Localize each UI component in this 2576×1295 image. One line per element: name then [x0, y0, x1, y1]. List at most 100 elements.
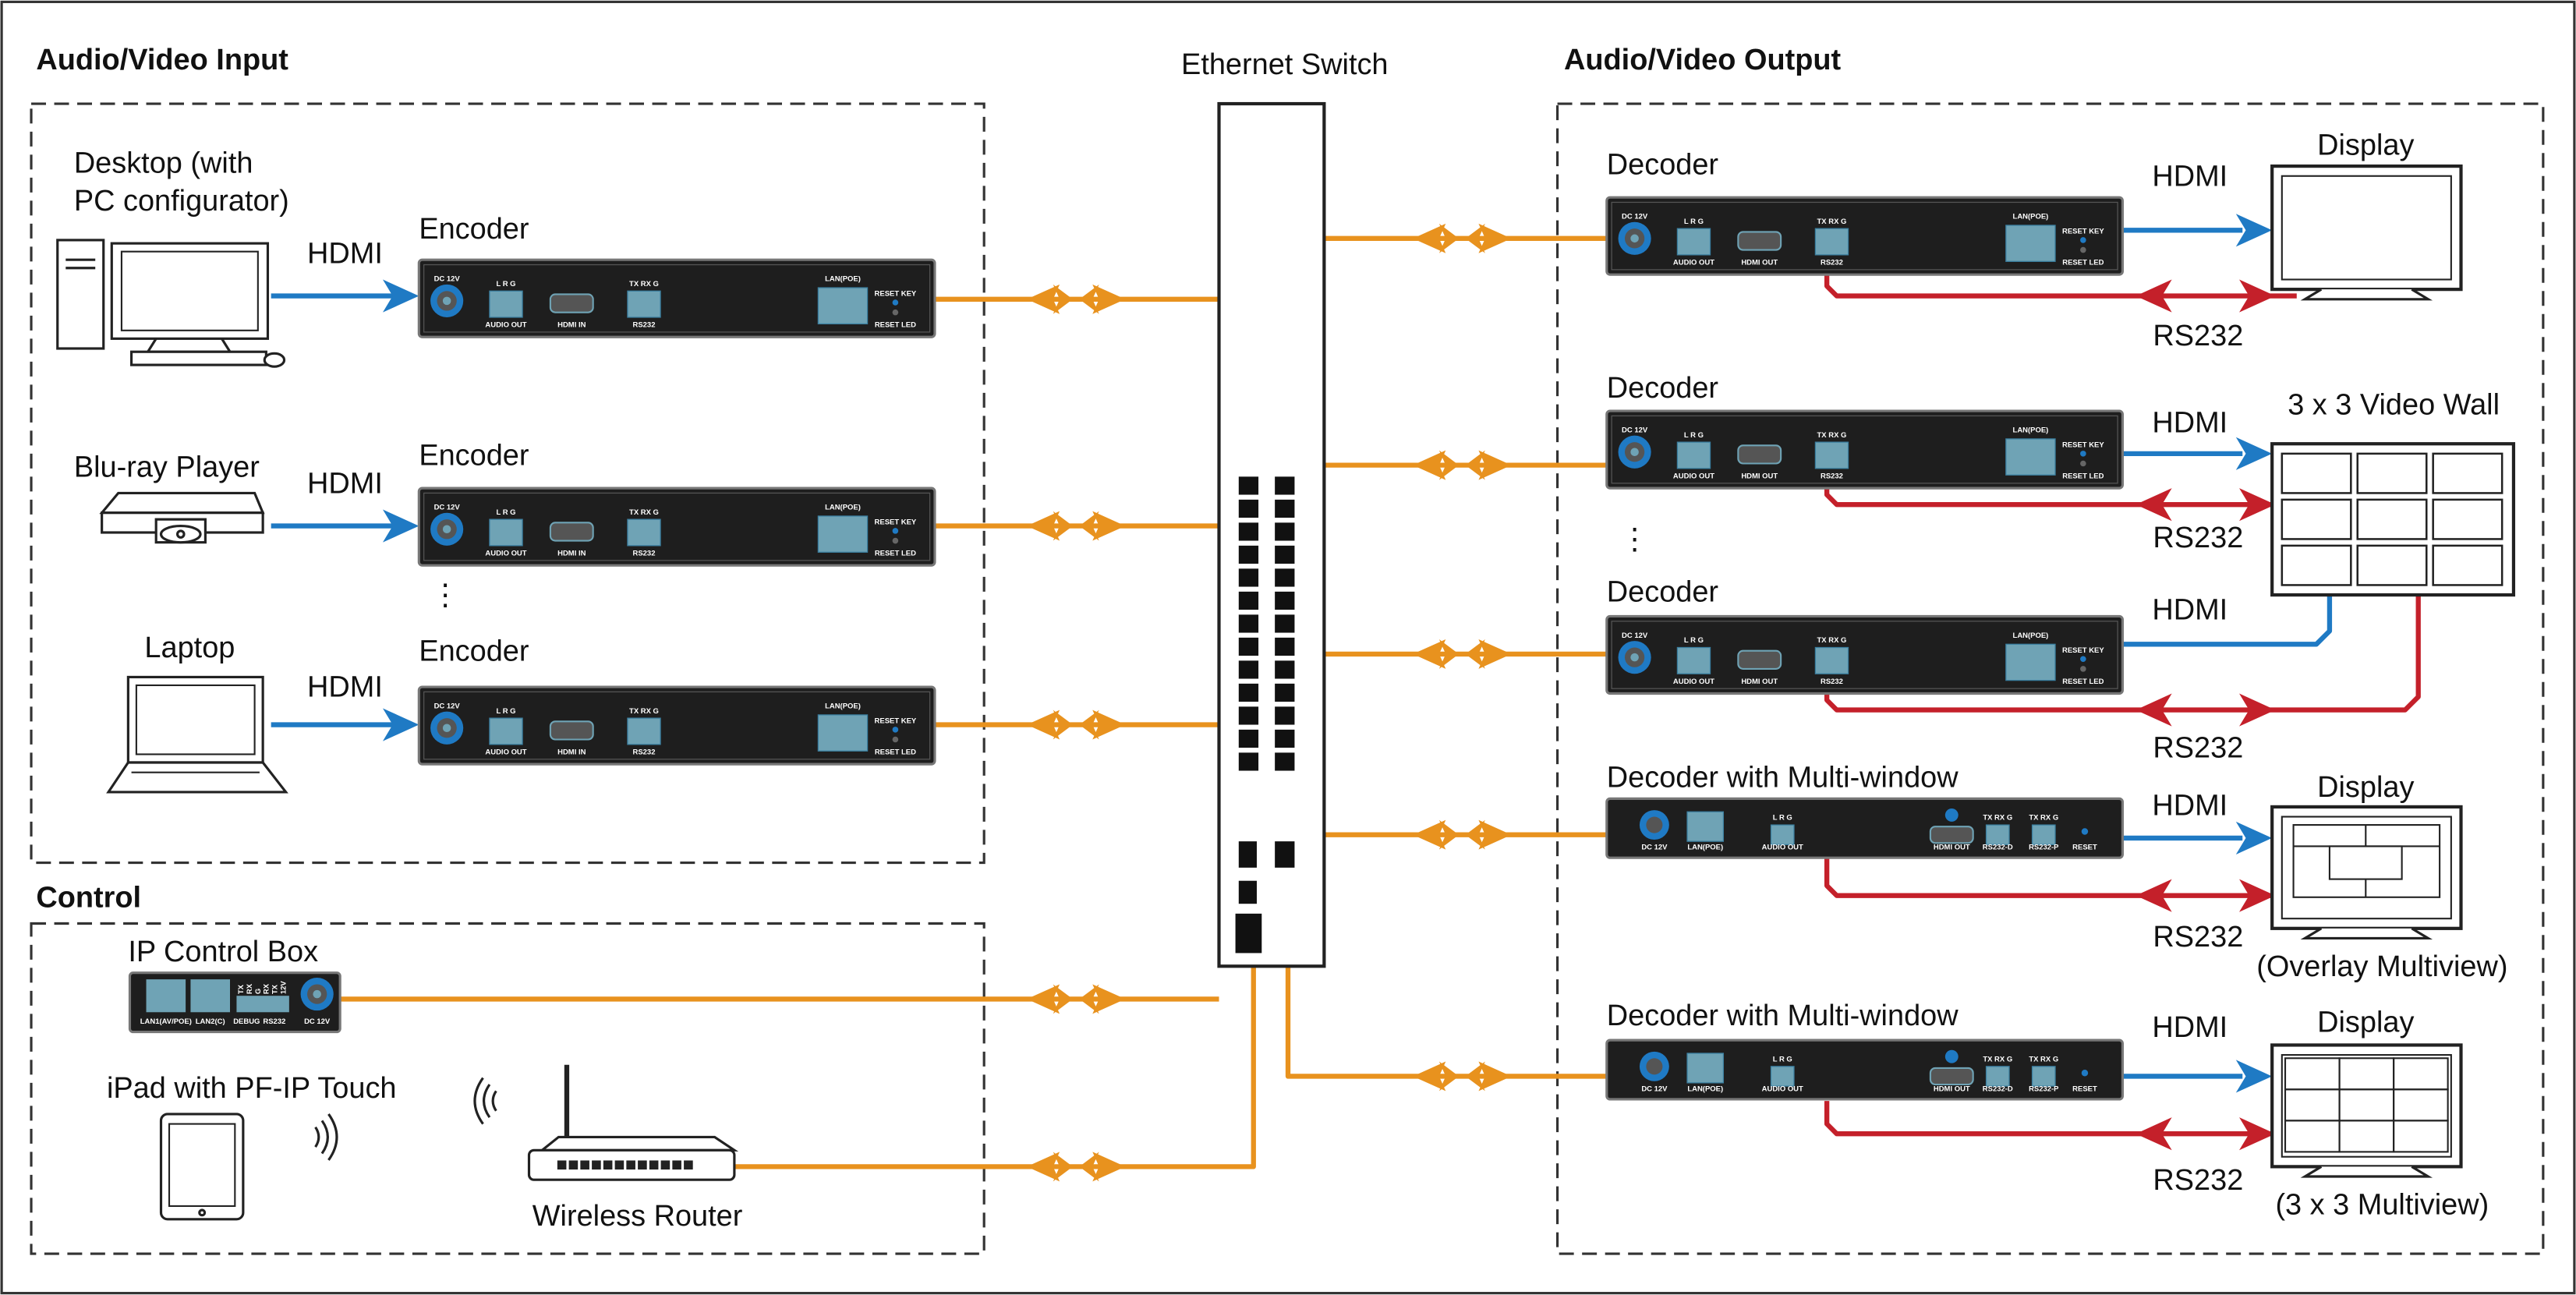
port-label: L R G: [1684, 431, 1704, 440]
port-label: TX RX G: [1983, 1056, 2012, 1064]
port-label: AUDIO OUT: [1673, 472, 1714, 480]
ip-control-box-label: IP Control Box: [128, 936, 318, 968]
switch-port: [1238, 522, 1259, 541]
connector-port: [1985, 824, 2010, 845]
port-label: RS232: [1821, 678, 1843, 686]
bidirectional-arrow-icon: [1026, 1152, 1126, 1182]
port-label: LAN(POE): [1687, 1084, 1723, 1093]
port-label: HDMI IN: [557, 748, 586, 756]
encoder-label: Encoder: [419, 440, 529, 472]
switch-port: [1238, 568, 1259, 587]
decoder-label: Decoder: [1607, 576, 1718, 609]
connector-port: [1814, 646, 1849, 674]
hdmi-link-label: HDMI: [307, 467, 383, 500]
pin-label: RX: [246, 983, 254, 994]
rs232-line-1: [1824, 274, 2297, 299]
port-label: RS232-D: [1983, 844, 2013, 852]
bidirectional-arrow-icon: [1413, 639, 1512, 669]
router-led: [614, 1160, 625, 1170]
router-led: [592, 1160, 601, 1170]
bidirectional-arrow-icon: [1026, 511, 1126, 541]
rs232-arrow-left: [2135, 488, 2172, 522]
port-label: RESET KEY: [875, 518, 917, 526]
port-label: L R G: [1773, 814, 1792, 823]
more-decoders-ellipsis: ⋮: [1620, 523, 1650, 556]
port-label: RS232: [633, 550, 656, 558]
port-label: AUDIO OUT: [485, 748, 526, 756]
pin-label: RX: [263, 983, 271, 994]
port-label: TX RX G: [2029, 1056, 2058, 1064]
switch-port: [1238, 591, 1259, 610]
port-label: TX RX G: [1983, 814, 2012, 823]
router-led: [568, 1160, 579, 1170]
connector-port: [1686, 1053, 1725, 1084]
port-label: RESET KEY: [875, 716, 917, 725]
pin-label: 12V: [280, 981, 288, 995]
video-wall-panel: [2432, 498, 2503, 540]
switch-port: [1238, 683, 1259, 702]
section-title-control: Control: [36, 881, 141, 914]
port-label: AUDIO OUT: [1762, 1084, 1803, 1093]
port-label: AUDIO OUT: [1673, 259, 1714, 267]
pin-label: G: [254, 989, 263, 994]
port-label: RESET KEY: [875, 290, 917, 299]
port-label: DC 12V: [434, 275, 461, 284]
ethernet-switch: [1217, 101, 1326, 968]
port-label: RESET KEY: [2062, 646, 2104, 655]
more-encoders-ellipsis: ⋮: [430, 579, 460, 612]
port-label: LAN(POE): [1687, 844, 1723, 852]
switch-port: [1275, 499, 1295, 518]
pin-label: TX: [237, 984, 246, 994]
bidirectional-arrow-icon: [1026, 709, 1126, 740]
port-label: RS232: [1821, 472, 1843, 480]
display-label: 3 x 3 Video Wall: [2288, 388, 2500, 421]
router-led: [649, 1160, 659, 1170]
hdmi-link-label: HDMI: [2152, 789, 2227, 822]
ipad-label: iPad with PF-IP Touch: [107, 1072, 397, 1105]
connector-port: [1676, 646, 1711, 674]
display-3x3-multiview-icon: [2270, 1043, 2463, 1178]
connector-port: [627, 290, 661, 318]
switch-port: [1238, 880, 1257, 904]
router-led: [684, 1160, 693, 1170]
switch-port: [1238, 545, 1259, 564]
arrow-right-icon: [2235, 821, 2273, 854]
display-label: Display: [2317, 771, 2414, 804]
port-label: RESET LED: [875, 748, 916, 756]
rs232-line-5: [1824, 1101, 2297, 1137]
rs232-arrow-right: [2239, 693, 2276, 727]
video-wall-panel: [2281, 452, 2352, 494]
desktop-pc-icon: [56, 239, 286, 368]
port-label: HDMI IN: [557, 550, 586, 558]
connector-port: [1676, 441, 1711, 469]
video-wall-panel: [2281, 544, 2352, 586]
port-label: L R G: [1773, 1056, 1792, 1064]
port-label: AUDIO OUT: [1762, 844, 1803, 852]
switch-port: [1275, 683, 1295, 702]
port-label: RS232-P: [2029, 1084, 2058, 1093]
port-label: LAN(POE): [2013, 213, 2049, 221]
port-label: DC 12V: [1622, 213, 1648, 221]
port-label: DC 12V: [1622, 426, 1648, 434]
rs232-link-label: RS232: [2153, 320, 2243, 352]
port-label: RESET LED: [2062, 678, 2104, 686]
port-label: HDMI OUT: [1741, 259, 1778, 267]
arrow-right-icon: [382, 708, 419, 741]
router-led: [580, 1160, 589, 1170]
connector-port: [2005, 643, 2056, 681]
connector-port: [817, 515, 869, 553]
bluray-player-icon: [99, 491, 265, 544]
rs232-arrow-left: [2135, 693, 2172, 727]
port-label: DC 12V: [1641, 844, 1668, 852]
switch-port: [1275, 637, 1295, 656]
video-wall-panel: [2356, 498, 2428, 540]
router-led: [660, 1160, 671, 1170]
port-label: DC 12V: [1622, 632, 1648, 640]
port-label: TX RX G: [2029, 814, 2058, 823]
switch-port: [1238, 614, 1259, 633]
port-label: TX RX G: [629, 280, 659, 288]
laptop-icon: [106, 675, 288, 794]
switch-port: [1275, 545, 1295, 564]
